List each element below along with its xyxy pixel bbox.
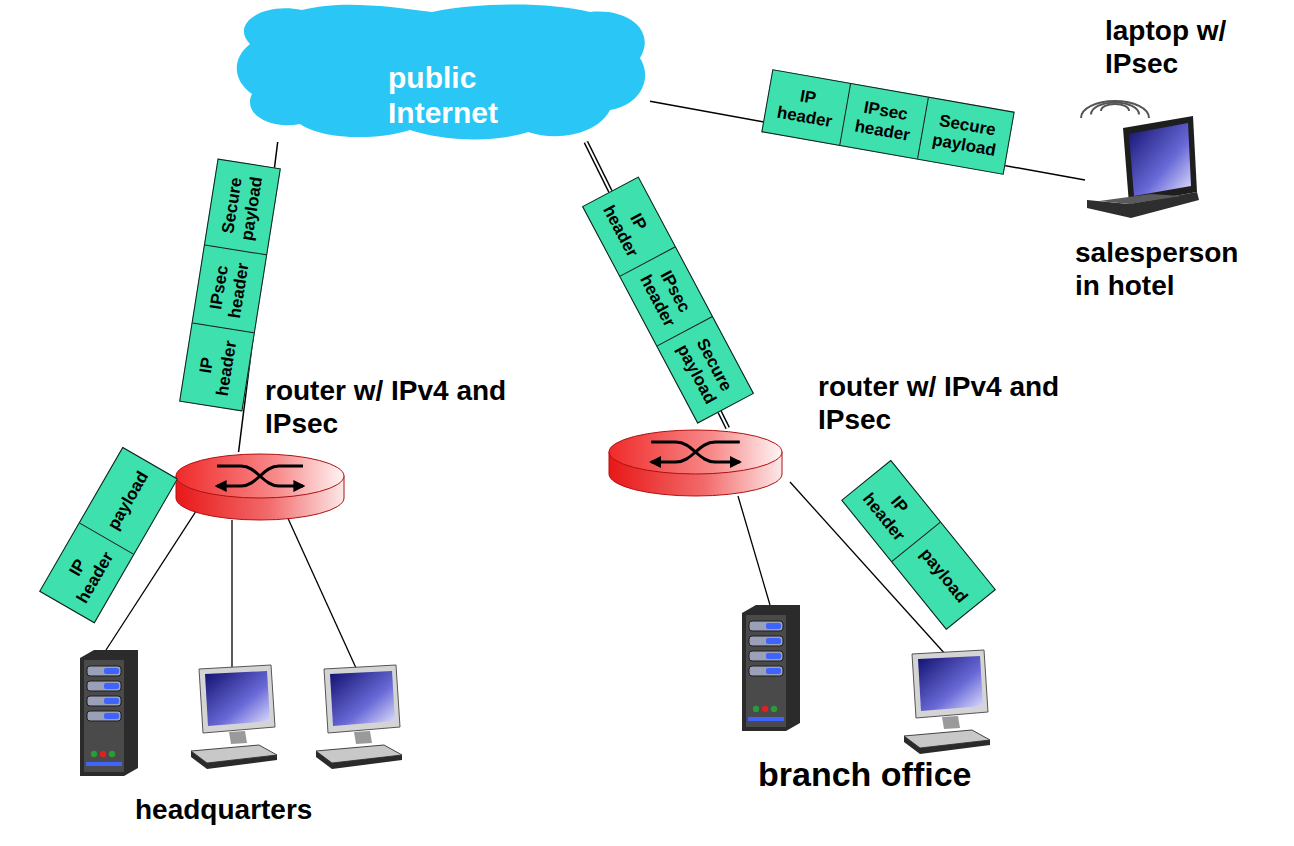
monitor-frame — [199, 665, 275, 733]
wifi-arc — [1101, 104, 1129, 111]
packet-field: IPsec header — [192, 246, 266, 333]
monitor-frame — [324, 665, 400, 733]
node-label: router w/ IPv4 and IPsec — [265, 374, 510, 440]
node-label: salesperson in hotel — [1075, 236, 1265, 302]
desktop-icon — [316, 665, 402, 769]
laptop-node: laptop w/ IPsecsalesperson in hotel — [1085, 100, 1200, 225]
packet-field: IPsec header — [620, 247, 712, 346]
server-icon — [80, 650, 138, 776]
packet-field: IP header — [40, 524, 133, 623]
router-node: router w/ IPv4 and IPsec — [608, 428, 783, 498]
packet-box: IP headerIPsec headerSecure payload — [582, 176, 754, 423]
drive-light — [766, 668, 781, 674]
laptop-base — [1087, 192, 1199, 218]
server-front — [746, 615, 786, 727]
site-label: headquarters — [135, 794, 312, 826]
drive-bay — [749, 621, 783, 631]
router-arrow — [651, 442, 740, 462]
status-light — [771, 706, 777, 712]
drive-light — [104, 713, 119, 719]
server-stripe — [86, 762, 122, 766]
desktop-icon — [191, 665, 277, 769]
router-symbol — [217, 466, 303, 486]
monitor-neck — [229, 731, 247, 744]
status-light — [91, 751, 97, 757]
wifi-arc — [1091, 102, 1139, 114]
packet-box: IP headerIPsec headerSecure payload — [761, 69, 1014, 175]
node-label: router w/ IPv4 and IPsec — [818, 370, 1063, 436]
router-shape — [608, 428, 783, 498]
router-shape — [175, 452, 345, 522]
server-stripe — [748, 717, 784, 721]
cloud-outline — [237, 5, 645, 140]
drive-light — [766, 623, 781, 629]
packet-field: payload — [79, 448, 176, 555]
node-label: laptop w/ IPsec — [1105, 14, 1227, 80]
monitor-screen — [330, 671, 395, 726]
router-arrow — [651, 442, 740, 462]
monitor-frame — [912, 650, 988, 718]
router-arrow — [217, 466, 303, 486]
drive-bay — [87, 681, 121, 691]
drive-bay — [749, 666, 783, 676]
status-light — [753, 706, 759, 712]
drive-light — [104, 668, 119, 674]
drive-light — [104, 698, 119, 704]
router-top — [609, 430, 782, 474]
drive-bay — [749, 636, 783, 646]
keyboard-base — [316, 751, 402, 769]
packet-field: Secure payload — [205, 160, 280, 256]
router-node: router w/ IPv4 and IPsec — [175, 452, 345, 522]
router-symbol — [651, 442, 740, 462]
monitor-neck — [942, 716, 960, 729]
lan-wire — [231, 520, 232, 668]
server-body — [742, 605, 800, 731]
keyboard-base — [191, 751, 277, 769]
keyboard-base — [904, 736, 990, 754]
drive-bay — [749, 651, 783, 661]
laptop-keyboard — [1099, 194, 1181, 204]
cloud-node: public Internet — [228, 2, 650, 142]
router-arrow — [217, 466, 303, 486]
wifi-arc — [1081, 101, 1149, 118]
packet-field: Secure payload — [657, 316, 753, 422]
drive-bay — [87, 666, 121, 676]
server-front — [84, 660, 124, 772]
laptop-screen — [1129, 123, 1191, 196]
packet-box: IP headerIPsec headerSecure payload — [179, 159, 281, 412]
monitor-neck — [354, 731, 372, 744]
lan-wire — [738, 496, 770, 605]
drive-light — [766, 638, 781, 644]
cloud-label: public Internet — [388, 60, 538, 131]
lan-wire — [286, 514, 356, 668]
packet-box: IP headerpayload — [39, 447, 178, 624]
drive-bay — [87, 696, 121, 706]
packet-box: IP headerpayload — [841, 460, 996, 630]
drive-bay — [87, 711, 121, 721]
router-top — [176, 454, 344, 498]
desktop-icon — [904, 650, 990, 754]
packet-field: IP header — [583, 178, 674, 276]
status-light — [762, 706, 768, 712]
server-icon — [742, 605, 800, 731]
packet-field: Secure payload — [917, 98, 1014, 174]
drive-light — [766, 653, 781, 659]
server-body — [80, 650, 138, 776]
laptop-lid — [1123, 116, 1197, 204]
monitor-screen — [918, 656, 983, 711]
status-light — [100, 751, 106, 757]
packet-field: IP header — [180, 324, 253, 411]
monitor-screen — [205, 671, 270, 726]
packet-field: IPsec header — [839, 84, 927, 159]
site-label: branch office — [758, 755, 971, 794]
drive-light — [104, 683, 119, 689]
laptop-shape — [1085, 100, 1200, 225]
status-light — [109, 751, 115, 757]
packet-field: IP header — [762, 70, 850, 145]
